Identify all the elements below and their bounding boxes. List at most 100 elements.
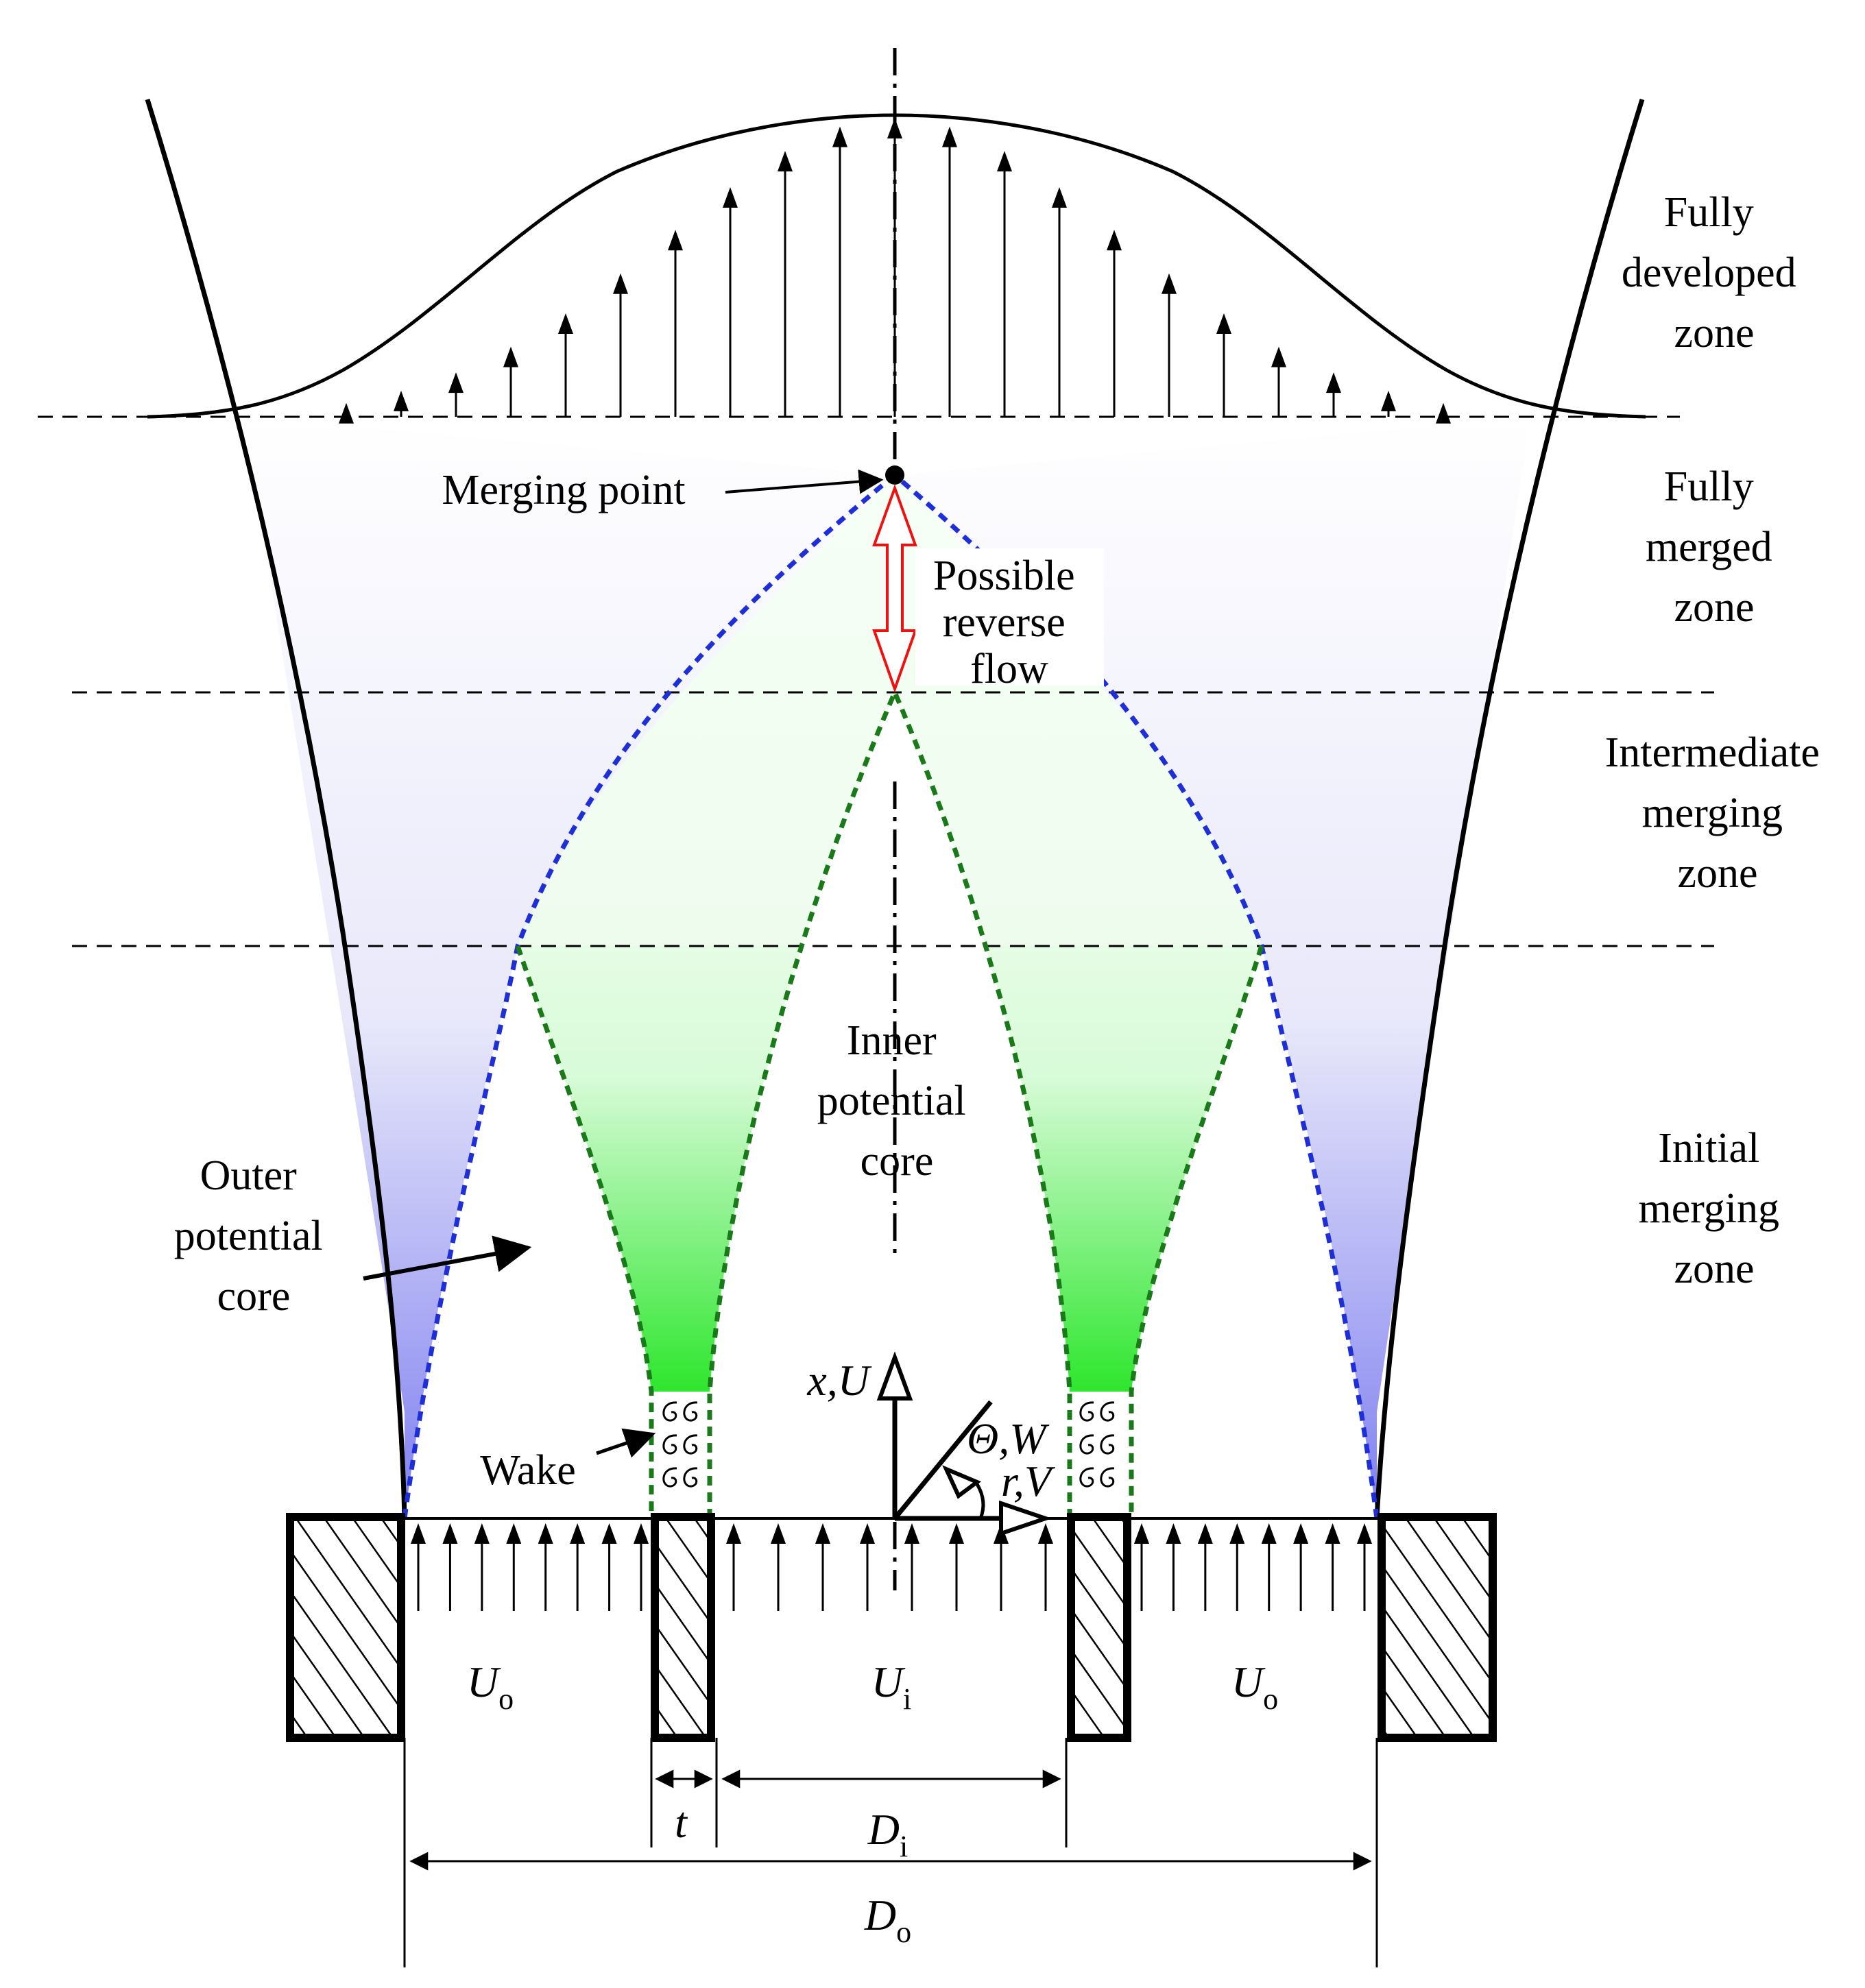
- profile-arrow: [778, 151, 793, 417]
- x-u-label: x,U: [806, 1356, 871, 1405]
- coordinate-system: [876, 1351, 1052, 1537]
- outer-mixing-region-right: [895, 417, 1530, 1518]
- profile-arrows: [339, 118, 1451, 424]
- wake-swirls: [662, 1401, 1115, 1488]
- outer-inlet-arrow-left: [601, 1523, 617, 1611]
- inner-wall-right: [1067, 1513, 1131, 1742]
- outer-inlet-arrow-right: [1134, 1523, 1149, 1611]
- outer-inlet-arrow-right: [1325, 1523, 1340, 1611]
- profile-arrow: [668, 230, 683, 417]
- do-dimension-label: Do: [864, 1891, 911, 1949]
- outer-inlet-arrow-left: [411, 1523, 426, 1611]
- outer-wall-left: [286, 1513, 405, 1742]
- inner-potential-core-area: [710, 696, 1070, 1395]
- outer-inlet-arrow-left: [570, 1523, 586, 1611]
- inner-shear-layer-right-b: [892, 691, 1072, 1518]
- wake-swirl: [1079, 1434, 1094, 1455]
- profile-arrow: [613, 273, 628, 417]
- inner-shear-layer-right-a: [1129, 945, 1264, 1518]
- profile-arrow: [1326, 372, 1341, 417]
- outer-potential-core-area-left: [405, 946, 651, 1518]
- merging-point-pointer: [725, 469, 884, 494]
- wake-label: Wake: [480, 1447, 576, 1494]
- zone-labels: Fully developed zone Fully merged zone I…: [1605, 189, 1831, 1292]
- jet-boundaries: [145, 98, 1645, 1519]
- outer-wall-right: [1377, 1513, 1497, 1742]
- zone-label-intermediate: Intermediate merging zone: [1605, 729, 1831, 897]
- inner-shear-layer-left-a: [515, 945, 654, 1518]
- outer-inlet-arrow-right: [1166, 1523, 1181, 1611]
- profile-arrow: [448, 372, 464, 417]
- wake-swirl: [1100, 1434, 1115, 1455]
- inner-inlet-arrow: [860, 1523, 875, 1611]
- profile-arrow: [832, 126, 847, 417]
- dimension-lines: [403, 1738, 1378, 1967]
- di-dimension-label: Di: [867, 1805, 908, 1863]
- inner-velocity-label: Ui: [871, 1658, 911, 1716]
- profile-arrow: [1381, 390, 1396, 417]
- outer-inlet-arrow-left: [442, 1523, 458, 1611]
- reverse-flow-arrow: [872, 484, 917, 694]
- outer-velocity-label-right: Uo: [1231, 1658, 1278, 1716]
- theta-ray: [893, 1400, 993, 1520]
- inner-inlet-arrow: [994, 1523, 1009, 1611]
- profile-arrow: [339, 402, 354, 424]
- outer-inlet-arrow-left: [538, 1523, 553, 1611]
- wake-swirl: [1079, 1467, 1094, 1488]
- outer-inlet-arrow-right: [1197, 1523, 1213, 1611]
- wake-swirl: [683, 1467, 698, 1488]
- profile-arrow: [1107, 230, 1122, 417]
- inner-core-label: Inner potential core: [817, 1017, 976, 1185]
- inner-inlet-arrow: [904, 1523, 919, 1611]
- wake-swirl: [662, 1434, 677, 1455]
- profile-arrow: [887, 118, 902, 417]
- inner-inlet-arrow: [1038, 1523, 1053, 1611]
- profile-arrow: [942, 126, 957, 417]
- wake-swirl: [662, 1401, 677, 1422]
- merging-point-label: Merging point: [442, 467, 685, 513]
- profile-arrow: [1216, 313, 1231, 417]
- wake-swirl: [683, 1401, 698, 1422]
- theta-w-label: Θ,W: [967, 1414, 1050, 1463]
- wake-swirl: [662, 1467, 677, 1488]
- reverse-flow-label: Possible reverse flow: [933, 553, 1085, 692]
- x-axis-head: [876, 1351, 913, 1401]
- outer-inlet-arrow-right: [1293, 1523, 1309, 1611]
- inner-shear-layer-left-b: [707, 691, 898, 1518]
- inner-inlet-arrow: [815, 1523, 830, 1611]
- merging-point-dot: [885, 465, 904, 485]
- profile-arrow: [997, 151, 1012, 417]
- outer-inlet-arrow-right: [1357, 1523, 1372, 1611]
- profile-arrow: [1436, 402, 1451, 424]
- outer-inlet-arrow-right: [1229, 1523, 1245, 1611]
- zone-label-fully-developed: Fully developed zone: [1622, 189, 1807, 356]
- theta-arc-head: [942, 1465, 982, 1499]
- outer-inlet-arrow-left: [506, 1523, 522, 1611]
- inner-wall-left: [651, 1513, 715, 1742]
- velocity-profile-curve: [147, 113, 1646, 419]
- outer-inlet-arrow-left: [474, 1523, 490, 1611]
- profile-arrow: [394, 390, 409, 417]
- outer-shear-layer-left: [402, 473, 897, 1519]
- inner-inlet-arrow: [726, 1523, 741, 1611]
- profile-arrow: [723, 186, 738, 417]
- wake-swirl: [1079, 1401, 1094, 1422]
- theta-arc: [975, 1483, 985, 1519]
- r-axis-head: [999, 1500, 1052, 1537]
- velocity-profile: [147, 113, 1646, 424]
- wake-swirl: [683, 1434, 698, 1455]
- wake-pointer: [596, 1428, 656, 1458]
- wake-swirl: [1100, 1401, 1115, 1422]
- jet-boundary-right: [1374, 98, 1645, 1519]
- profile-arrow: [1162, 273, 1177, 417]
- profile-arrow: [503, 346, 518, 417]
- zone-label-fully-merged: Fully merged zone: [1646, 463, 1783, 631]
- profile-arrow: [558, 313, 573, 417]
- inner-inlet-arrow: [771, 1523, 786, 1611]
- shear-layers: [402, 473, 1380, 1519]
- inlet-arrows: [411, 1523, 1372, 1611]
- inner-inlet-arrow: [949, 1523, 964, 1611]
- outer-core-label: Outer potential core: [174, 1152, 333, 1320]
- wake-swirl: [1100, 1467, 1115, 1488]
